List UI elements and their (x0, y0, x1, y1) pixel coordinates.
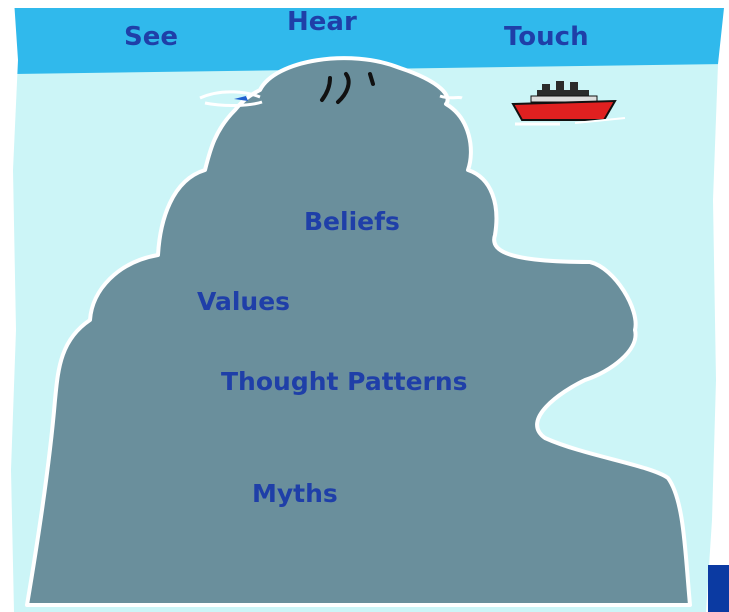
label-see: See (124, 22, 178, 52)
ship-icon (511, 81, 626, 126)
label-touch: Touch (504, 22, 589, 52)
waterline-accent (234, 96, 248, 101)
label-myths: Myths (252, 479, 338, 508)
sky-band (14, 7, 726, 74)
paper-edge-top (0, 0, 729, 8)
paper-edge-right (706, 0, 729, 612)
face-icon (320, 72, 375, 104)
paper-edge-left (0, 0, 18, 612)
corner-block (708, 565, 729, 612)
label-beliefs: Beliefs (304, 207, 400, 236)
label-thought-patterns: Thought Patterns (221, 367, 468, 396)
label-values: Values (197, 287, 291, 316)
label-hear: Hear (287, 7, 357, 37)
iceberg-shape (25, 56, 692, 607)
waterline-ripples (199, 90, 463, 107)
